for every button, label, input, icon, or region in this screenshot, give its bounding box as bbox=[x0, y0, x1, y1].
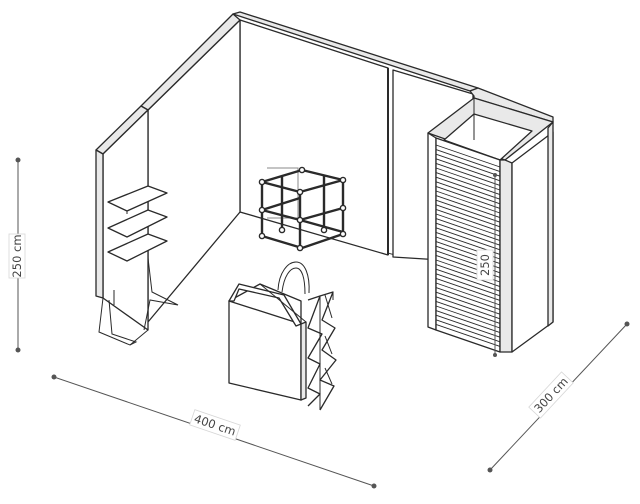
shelf-foot bbox=[98, 257, 179, 346]
cabin-slat bbox=[435, 323, 501, 347]
cabin-slat bbox=[435, 319, 501, 343]
cabin-slat bbox=[435, 268, 501, 292]
cabin-slat bbox=[435, 149, 501, 173]
depth-label: 300 cm bbox=[531, 374, 571, 415]
cabin-slat bbox=[435, 162, 501, 186]
shelf-middle bbox=[107, 209, 168, 238]
cabin-height-dimension: 250 bbox=[476, 173, 497, 357]
cabin-slat bbox=[435, 185, 501, 209]
cabin-slat bbox=[435, 218, 501, 242]
cabin-slat bbox=[435, 204, 501, 228]
cabin-slat bbox=[435, 310, 501, 334]
cabin-slat bbox=[435, 300, 501, 324]
cabin-slat bbox=[435, 158, 501, 182]
cabin-height-label: 250 bbox=[478, 254, 492, 276]
cabin-slat bbox=[435, 222, 501, 246]
cabin-slat bbox=[435, 213, 501, 237]
cabin-slat bbox=[435, 144, 501, 168]
cabin-slat bbox=[435, 176, 501, 200]
cabin-slat bbox=[435, 287, 501, 311]
cabin-slat bbox=[435, 153, 501, 177]
cabin-slat bbox=[435, 264, 501, 288]
left-side-wall bbox=[140, 13, 241, 323]
cabin-slat bbox=[435, 167, 501, 191]
cabin-slat bbox=[435, 190, 501, 214]
height-dimension: 250 cm bbox=[8, 157, 26, 353]
cabin-slat bbox=[435, 277, 501, 301]
width-label: 400 cm bbox=[192, 411, 237, 438]
cabin-slat bbox=[435, 296, 501, 320]
cabin-slat bbox=[435, 199, 501, 223]
cabin bbox=[427, 87, 554, 353]
shelf-panel bbox=[95, 105, 179, 346]
zigzag-rack bbox=[307, 291, 337, 411]
cabin-slats bbox=[435, 144, 501, 347]
cabin-slat bbox=[435, 172, 501, 196]
cube-shelf-unit bbox=[258, 166, 347, 252]
shelf-top bbox=[107, 185, 168, 214]
cabin-slat bbox=[435, 181, 501, 205]
cabin-slat bbox=[435, 273, 501, 297]
height-label: 250 cm bbox=[10, 234, 24, 277]
cabin-slat bbox=[435, 291, 501, 315]
cabin-slat bbox=[435, 305, 501, 329]
counter-desk bbox=[228, 283, 307, 401]
shelf-bottom bbox=[107, 233, 168, 262]
cabin-slat bbox=[435, 314, 501, 338]
cabin-slat bbox=[435, 195, 501, 219]
bar-stool bbox=[277, 261, 310, 295]
cabin-slat bbox=[435, 227, 501, 251]
cabin-slat bbox=[435, 208, 501, 232]
cabin-slat bbox=[435, 282, 501, 306]
